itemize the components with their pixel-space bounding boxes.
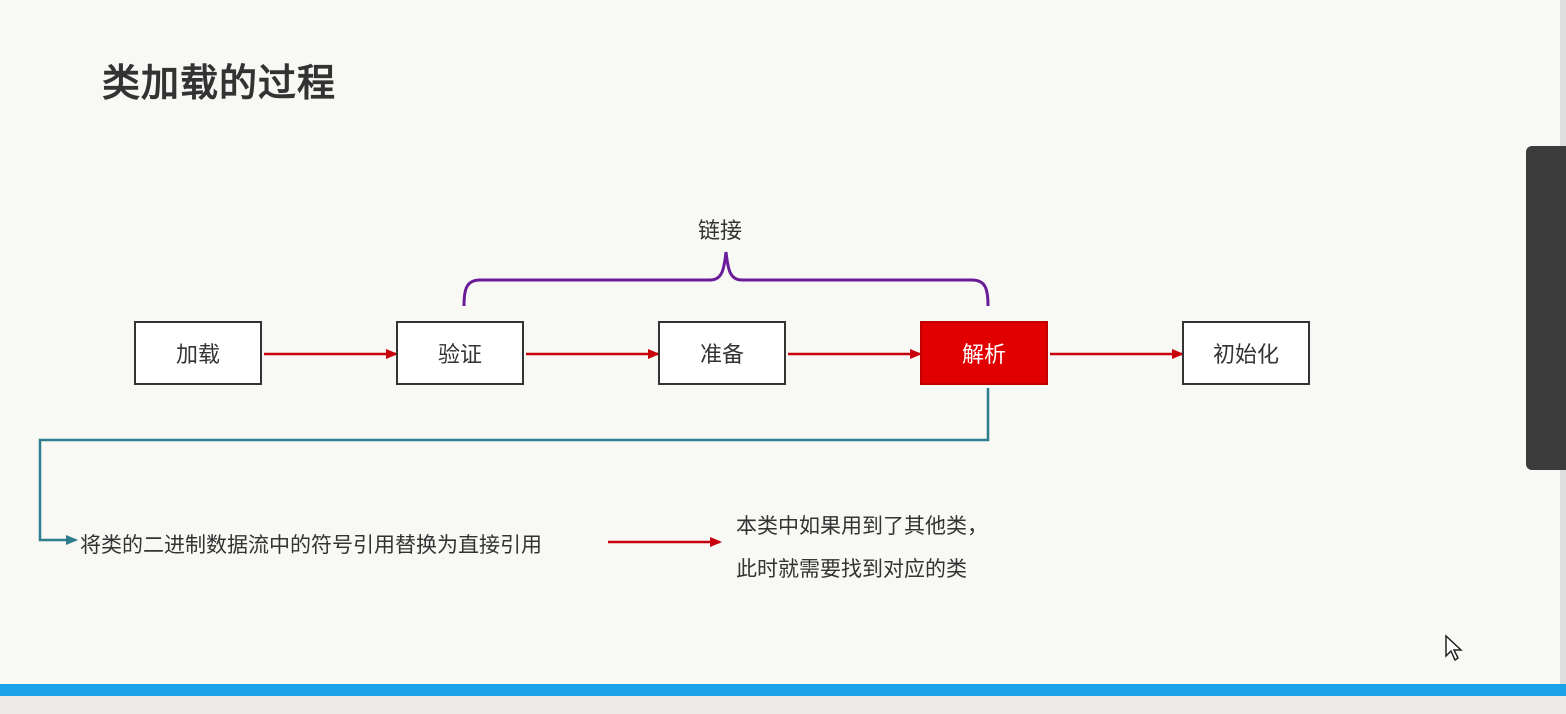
- result-note-line2: 此时就需要找到对应的类: [736, 557, 967, 581]
- stage-load-label: 加载: [175, 343, 220, 368]
- linking-bracket: [462, 251, 990, 307]
- stage-resolve: 解析: [920, 321, 1048, 385]
- resolve-description: 将类的二进制数据流中的符号引用替换为直接引用: [80, 533, 542, 557]
- mouse-cursor-icon: [1444, 634, 1464, 666]
- stage-initialize-label: 初始化: [1212, 343, 1279, 368]
- stage-resolve-label: 解析: [961, 343, 1006, 368]
- result-note-line1: 本类中如果用到了其他类，: [736, 514, 988, 538]
- stage-initialize: 初始化: [1182, 321, 1310, 385]
- linking-label: 链接: [698, 219, 743, 244]
- video-progress-bar[interactable]: [0, 684, 1566, 696]
- stage-verify: 验证: [396, 321, 524, 385]
- slide-title: 类加载的过程: [102, 61, 337, 105]
- side-toolbar-panel[interactable]: [1526, 146, 1566, 470]
- stage-verify-label: 验证: [437, 343, 482, 368]
- stage-prepare: 准备: [658, 321, 786, 385]
- bottom-strip: [0, 696, 1566, 714]
- resolve-note-connector: [38, 388, 990, 545]
- stage-prepare-label: 准备: [699, 343, 744, 368]
- stage-load: 加载: [134, 321, 262, 385]
